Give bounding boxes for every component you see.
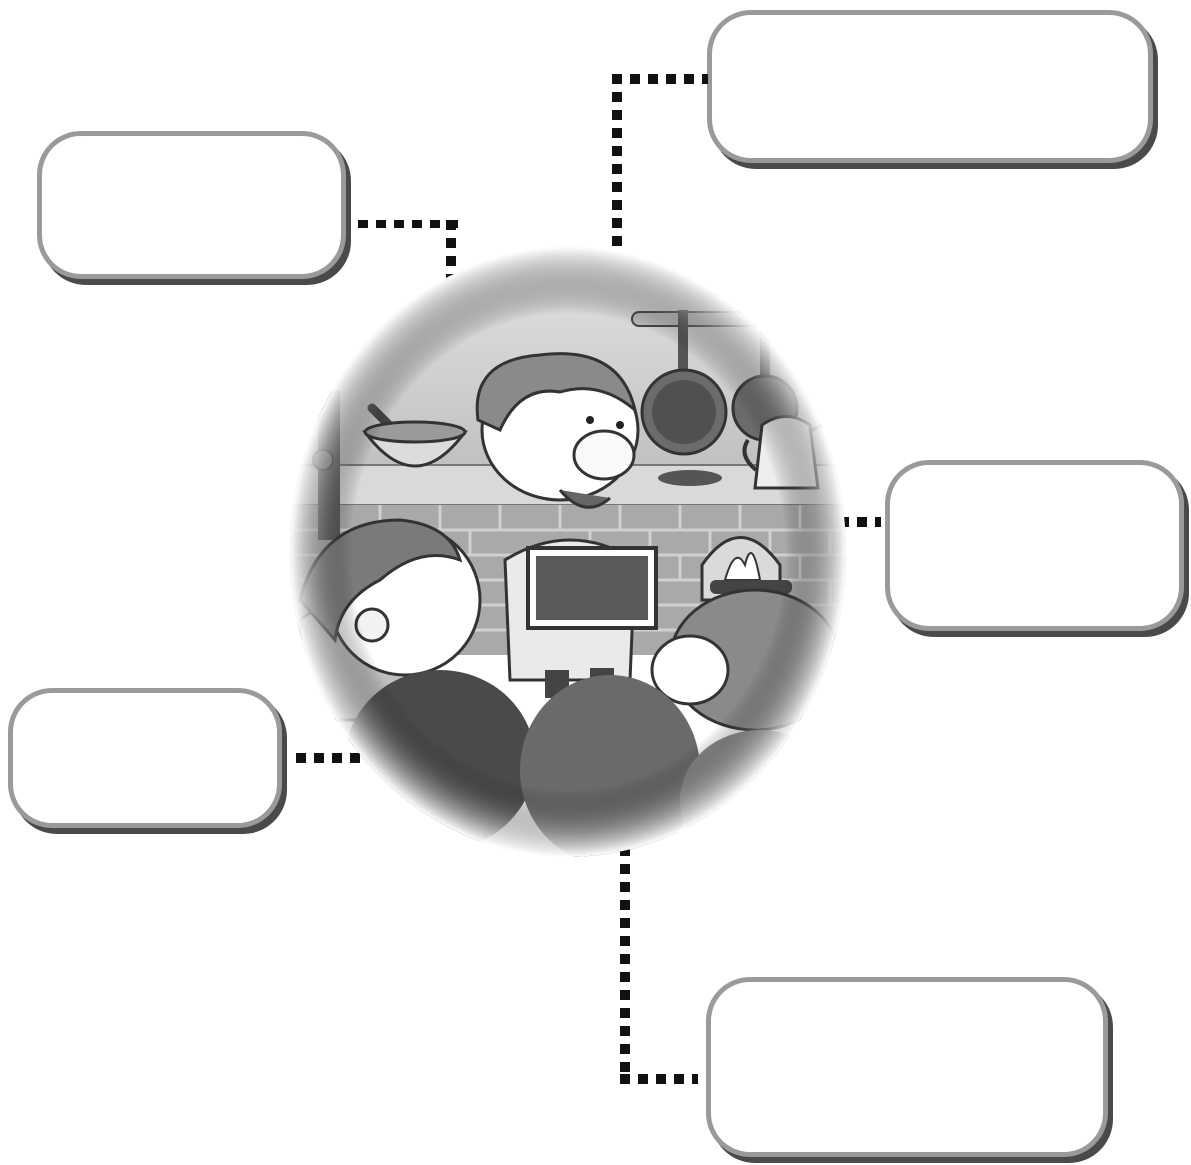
kitchen-scene-illustration (0, 0, 1191, 1165)
